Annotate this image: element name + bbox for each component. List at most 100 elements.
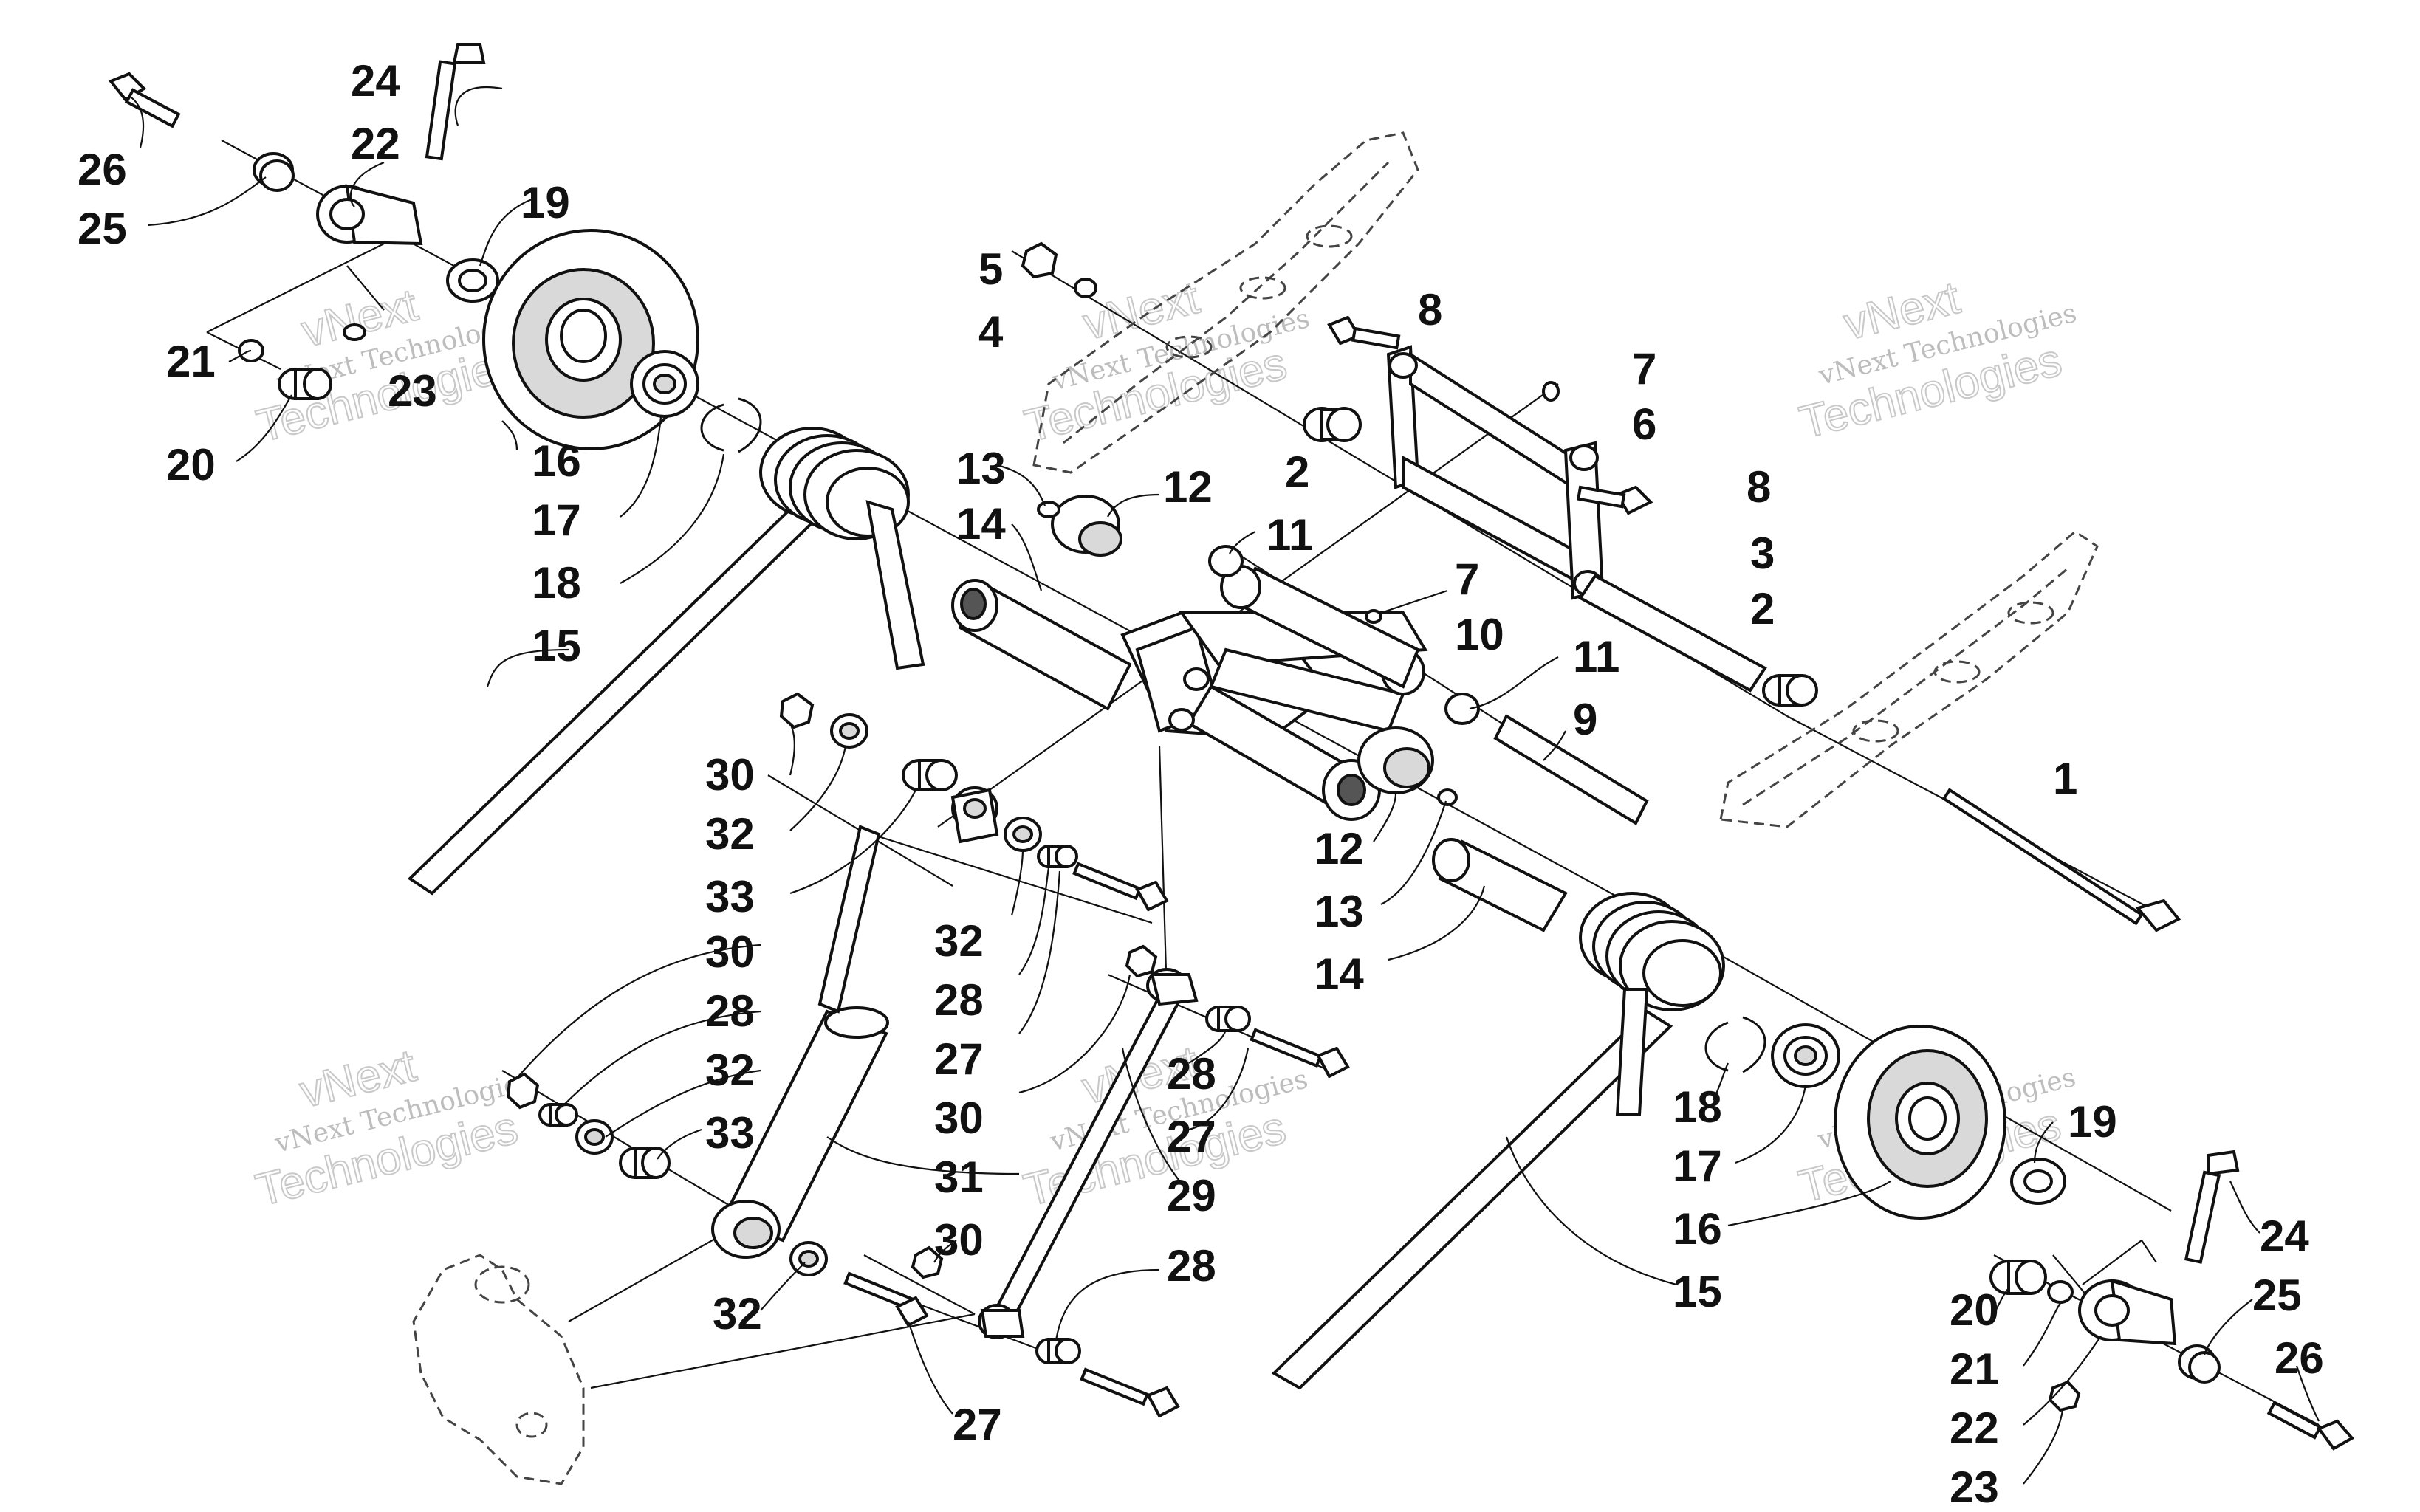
callout-24: 24 [351, 56, 400, 106]
bolt-27-a [1072, 862, 1169, 912]
set-screw-7-upper [1542, 381, 1560, 402]
nut-5 [1021, 241, 1058, 279]
callout-27: 27 [934, 1034, 984, 1084]
callout-10: 10 [1455, 610, 1504, 659]
callout-11: 11 [1573, 632, 1619, 681]
shaft-3 [1578, 574, 1767, 693]
link-rod-29 [911, 944, 1350, 1418]
callout-30: 30 [934, 1215, 984, 1265]
callout-33: 33 [705, 872, 755, 921]
callout-27: 27 [1167, 1112, 1216, 1161]
bolt-24-upper [425, 43, 486, 161]
callout-32: 32 [713, 1289, 762, 1339]
nut-30-d [911, 1245, 944, 1279]
callout-1: 1 [2053, 754, 2077, 803]
nut-30-b [1125, 944, 1158, 978]
bolt-24-lower [2184, 1150, 2240, 1264]
callout-22: 22 [1950, 1403, 1999, 1453]
torsion-spring-15-upper [407, 427, 925, 896]
callout-25: 25 [2252, 1271, 2302, 1320]
shock-hardware-upper [779, 692, 1169, 912]
spacer-19-upper [446, 258, 499, 303]
torsion-spring-15-lower [1271, 892, 1725, 1390]
spacer-33-a [902, 759, 958, 791]
bushing-2-upper [1303, 407, 1362, 442]
callout-19: 19 [2068, 1097, 2117, 1147]
callout-18: 18 [532, 558, 581, 608]
callout-32: 32 [934, 916, 984, 966]
track-rail-lower [1719, 530, 2099, 828]
callout-5: 5 [978, 244, 1003, 294]
callout-9: 9 [1573, 695, 1597, 744]
upper-left-hardware [108, 43, 762, 453]
nut-30-c [506, 1072, 540, 1110]
callout-8: 8 [1418, 285, 1442, 334]
washer-21-lower [2047, 1280, 2074, 1304]
spacer-19-lower [2010, 1158, 2066, 1205]
bushing-11-upper [1208, 545, 1244, 577]
callout-30: 30 [705, 927, 755, 977]
bolt-27-d [1080, 1367, 1180, 1418]
bolt-26-lower [2266, 1401, 2355, 1451]
callout-33: 33 [705, 1108, 755, 1158]
idler-wheel-16-lower [1834, 1025, 2006, 1220]
bolt-27-c [843, 1271, 929, 1327]
callout-4: 4 [978, 307, 1004, 357]
callout-28: 28 [1167, 1049, 1216, 1099]
callout-14: 14 [956, 499, 1006, 549]
callout-13: 13 [956, 444, 1006, 493]
callout-7: 7 [1632, 344, 1656, 394]
callout-26: 26 [2275, 1333, 2324, 1383]
callout-25: 25 [78, 204, 127, 253]
snap-ring-13-upper [1037, 501, 1060, 518]
set-screw-23-upper [343, 323, 366, 341]
callout-11: 11 [1266, 510, 1313, 560]
lower-right-hardware [1704, 1016, 2355, 1451]
callout-19: 19 [521, 178, 570, 227]
callout-32: 32 [705, 809, 755, 859]
callout-2: 2 [1285, 447, 1309, 497]
callout-23: 23 [1950, 1463, 1999, 1512]
snap-ring-13-lower [1437, 788, 1458, 806]
callout-29: 29 [1167, 1171, 1216, 1220]
bolt-1 [1941, 788, 2181, 932]
pin-20-lower [1989, 1260, 2047, 1295]
bolt-8-upper [1327, 315, 1401, 350]
bracket-arm-ghost [412, 1254, 585, 1485]
callout-27: 27 [953, 1400, 1002, 1449]
callout-28: 28 [934, 975, 984, 1025]
bushing-25-lower [2178, 1344, 2221, 1384]
clamp-22-upper [316, 184, 423, 246]
callout-7: 7 [1455, 554, 1479, 604]
callout-18: 18 [1673, 1082, 1722, 1132]
bearing-17-lower [1771, 1023, 1840, 1088]
washer-32-a [830, 713, 868, 749]
bearing-17-upper [630, 350, 699, 418]
bolt-8-lower [1576, 485, 1653, 515]
shock-hardware-lower [506, 1072, 929, 1327]
callout-21: 21 [166, 337, 216, 386]
callout-26: 26 [78, 145, 127, 194]
callout-16: 16 [1673, 1204, 1722, 1254]
callout-leaders [128, 86, 2320, 1485]
bushing-11-lower [1444, 693, 1480, 725]
shaft-9 [1493, 714, 1649, 825]
callout-30: 30 [705, 750, 755, 800]
bushing-2-lower [1762, 674, 1818, 707]
callout-13: 13 [1314, 887, 1364, 936]
callout-32: 32 [705, 1045, 755, 1095]
callout-17: 17 [1673, 1141, 1722, 1191]
callout-20: 20 [1950, 1285, 1999, 1335]
track-rail-upper [1032, 131, 1419, 474]
bolt-26-upper [108, 72, 181, 128]
shock-absorber-31 [711, 786, 999, 1259]
bushing-12-upper [1051, 495, 1122, 557]
callout-20: 20 [166, 440, 216, 489]
callout-16: 16 [532, 436, 581, 486]
bushing-12-lower [1357, 726, 1434, 794]
washer-4 [1074, 278, 1097, 298]
callout-12: 12 [1314, 824, 1364, 873]
callout-30: 30 [934, 1093, 984, 1143]
callout-28: 28 [1167, 1241, 1216, 1291]
